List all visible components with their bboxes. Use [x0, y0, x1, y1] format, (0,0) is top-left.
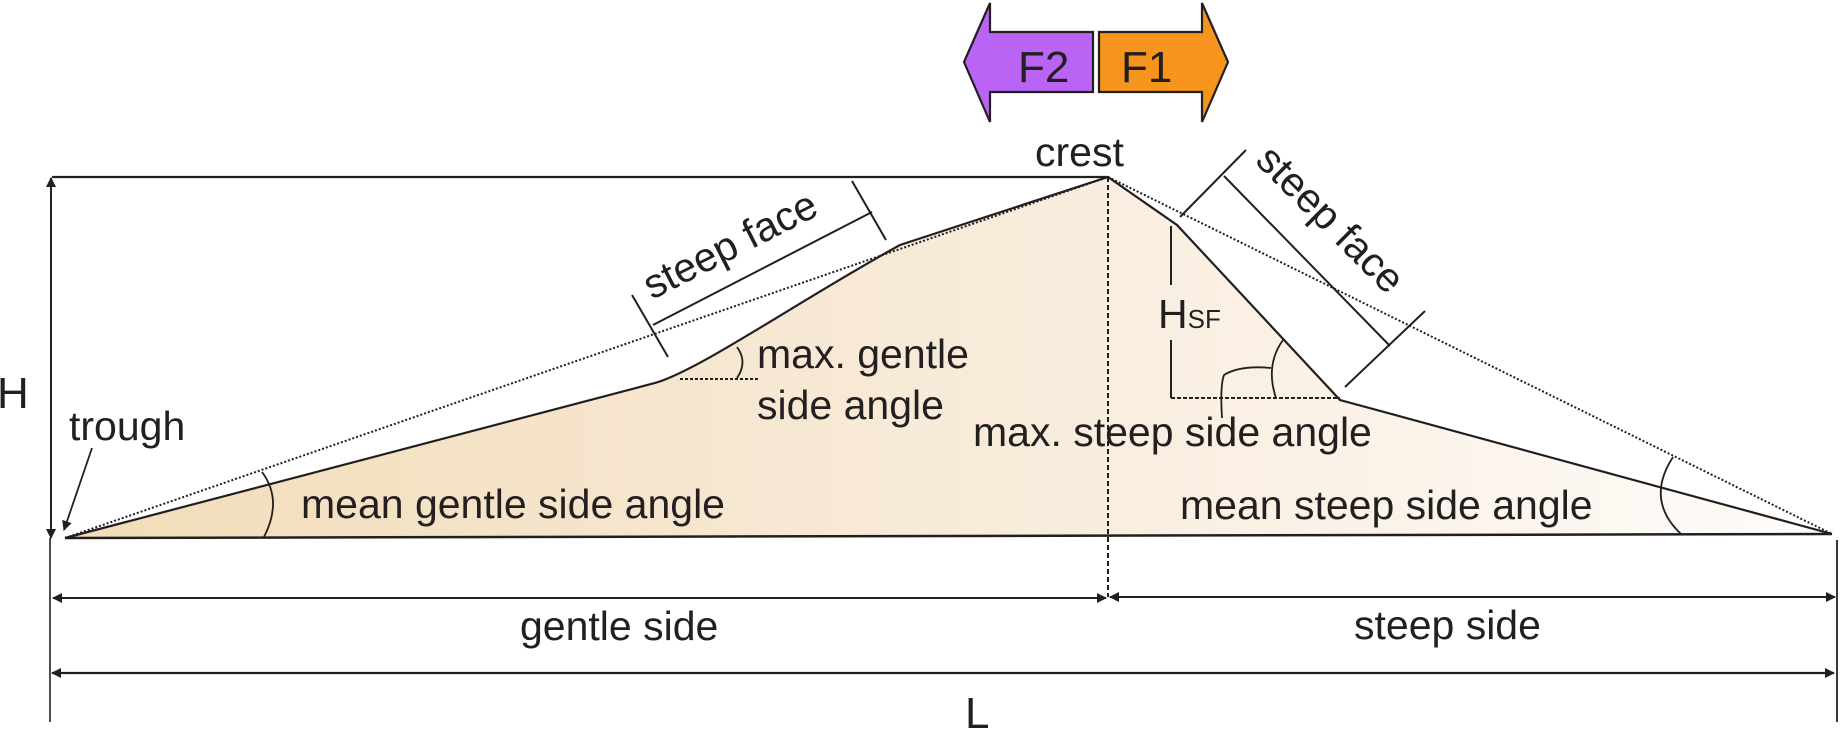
mean-steep-slope-line — [1107, 176, 1833, 535]
steep-side-label: steep side — [1354, 602, 1541, 648]
max-steep-angle-label: max. steep side angle — [973, 409, 1372, 455]
max-gentle-angle-label-line2: side angle — [757, 382, 944, 428]
steep-face-height-bracket — [1170, 226, 1340, 399]
steep-face-height-main: H — [1158, 291, 1188, 337]
bedform-outline — [64, 175, 1833, 540]
f1-flow-arrow: F1 — [1097, 2, 1230, 123]
bedform-profile — [65, 177, 1832, 538]
f1-label: F1 — [1121, 43, 1172, 92]
height-label: H — [0, 369, 29, 418]
mean-steep-angle-arc — [1659, 456, 1682, 535]
crest-label: crest — [1035, 129, 1124, 175]
steep-face-height-label: HSF — [1158, 291, 1221, 337]
steep-face-steep-label: steep face — [1248, 136, 1414, 302]
steep-face-gentle-dimension — [631, 180, 887, 358]
mean-steep-angle-label: mean steep side angle — [1180, 482, 1593, 528]
length-label: L — [965, 689, 989, 728]
max-gentle-angle-label-line1: max. gentle — [757, 331, 969, 377]
f2-flow-arrow: F2 — [962, 2, 1095, 123]
gentle-side-label: gentle side — [520, 603, 718, 649]
base-line — [64, 532, 1833, 540]
steep-face-height-sub: SF — [1188, 304, 1221, 334]
trough-label: trough — [69, 403, 185, 449]
f2-label: F2 — [1018, 43, 1069, 92]
max-gentle-angle-marker — [680, 346, 758, 380]
steep-face-gentle-label: steep face — [635, 181, 824, 308]
mean-gentle-angle-label: mean gentle side angle — [301, 481, 725, 527]
max-steep-angle-marker — [1220, 339, 1284, 419]
steep-face-steep-dimension — [1179, 149, 1426, 388]
trough-pointer — [62, 447, 93, 531]
mean-gentle-angle-arc — [261, 471, 274, 538]
